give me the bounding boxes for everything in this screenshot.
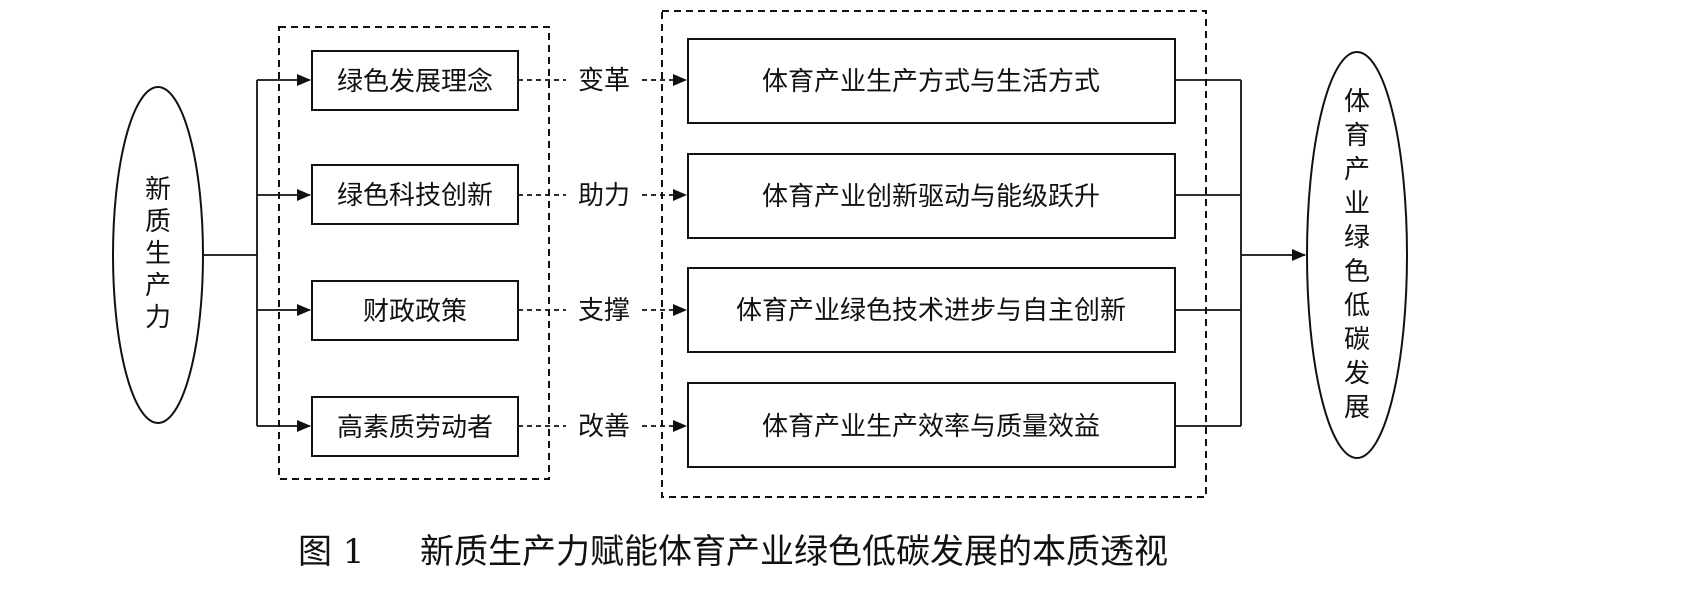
right-node-char: 展 (1344, 393, 1370, 423)
factor-label: 财政政策 (363, 297, 467, 327)
outcome-label: 体育产业绿色技术进步与自主创新 (736, 296, 1126, 326)
verb-label: 助力 (578, 181, 630, 211)
left-node: 新 质 生 产 力 (112, 86, 204, 424)
verb-label: 改善 (578, 412, 630, 442)
right-node-char: 碳 (1344, 325, 1370, 355)
right-node-char: 业 (1344, 189, 1370, 219)
factor-box: 绿色科技创新 (311, 164, 519, 225)
factor-label: 高素质劳动者 (337, 413, 493, 443)
right-node: 体 育 产 业 绿 色 低 碳 发 展 (1306, 51, 1408, 459)
right-node-char: 体 (1344, 87, 1370, 117)
outcome-box: 体育产业创新驱动与能级跃升 (687, 153, 1176, 239)
left-node-char: 质 (145, 207, 171, 237)
right-node-char: 低 (1344, 291, 1370, 321)
left-node-char: 生 (145, 239, 171, 269)
left-node-char: 新 (145, 175, 171, 205)
right-node-char: 育 (1344, 121, 1370, 151)
right-node-char: 产 (1344, 155, 1370, 185)
outcome-label: 体育产业创新驱动与能级跃升 (762, 182, 1100, 212)
figure-caption: 图 1 新质生产力赋能体育产业绿色低碳发展的本质透视 (298, 532, 1168, 572)
verb-label: 变革 (578, 66, 630, 96)
factor-box: 绿色发展理念 (311, 50, 519, 111)
left-node-char: 力 (145, 303, 171, 333)
caption-title: 新质生产力赋能体育产业绿色低碳发展的本质透视 (420, 532, 1168, 572)
right-node-char: 绿 (1344, 223, 1370, 253)
left-connectors (203, 74, 311, 432)
outcome-group-frame (661, 10, 1207, 498)
factor-group-frame (278, 26, 550, 480)
factor-box: 财政政策 (311, 280, 519, 341)
verb-label: 支撑 (578, 296, 630, 326)
right-node-char: 发 (1344, 359, 1370, 389)
factor-label: 绿色发展理念 (337, 67, 493, 97)
outcome-label: 体育产业生产方式与生活方式 (762, 67, 1100, 97)
outcome-label: 体育产业生产效率与质量效益 (762, 412, 1100, 442)
factor-box: 高素质劳动者 (311, 396, 519, 457)
right-node-char: 色 (1344, 257, 1370, 287)
left-node-char: 产 (145, 271, 171, 301)
outcome-box: 体育产业绿色技术进步与自主创新 (687, 267, 1176, 353)
caption-number: 图 1 (298, 532, 364, 572)
factor-label: 绿色科技创新 (337, 181, 493, 211)
right-connectors (1175, 79, 1306, 427)
outcome-box: 体育产业生产方式与生活方式 (687, 38, 1176, 124)
outcome-box: 体育产业生产效率与质量效益 (687, 382, 1176, 468)
middle-connectors (518, 74, 687, 432)
